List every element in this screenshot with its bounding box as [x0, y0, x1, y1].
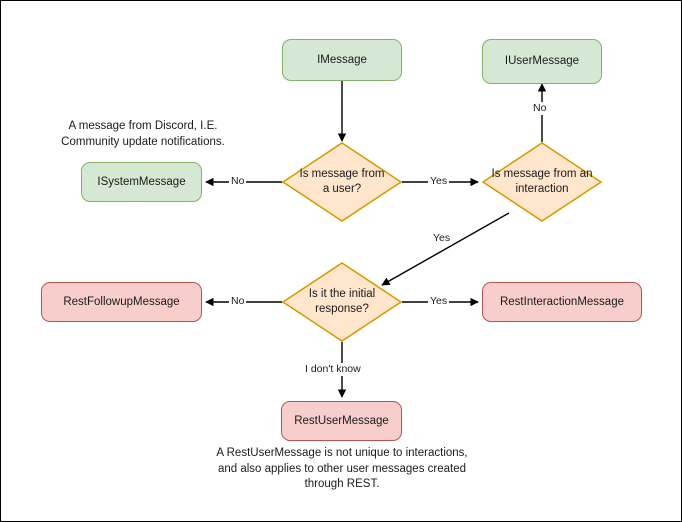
node-restfollowupmessage[interactable]: RestFollowupMessage	[41, 282, 202, 322]
edge-label-initial-response-yes: Yes	[428, 295, 450, 308]
node-iusermessage[interactable]: IUserMessage	[482, 39, 602, 84]
diamond-shape-from-user	[282, 142, 402, 222]
node-restinteractionmessage-label: RestInteractionMessage	[499, 295, 624, 308]
edge-label-from-interaction-no: No	[531, 102, 549, 115]
diamond-shape-initial-response	[282, 262, 402, 342]
diamond-shape-from-interaction	[482, 142, 602, 222]
node-restusermessage[interactable]: RestUserMessage	[281, 401, 402, 441]
node-imessage-label: IMessage	[317, 53, 367, 66]
node-restinteractionmessage[interactable]: RestInteractionMessage	[482, 282, 642, 322]
annotation-system-message-note: A message from Discord, I.E. Community u…	[61, 120, 225, 148]
node-restusermessage-label: RestUserMessage	[294, 414, 389, 427]
annotation-rest-user-message-note: A RestUserMessage is not unique to inter…	[216, 447, 468, 491]
node-iusermessage-label: IUserMessage	[504, 55, 580, 68]
edge-label-initial-response-i-dont-know: I don't know	[303, 363, 363, 376]
node-decision-initial-response-label: Is it the initial response?	[308, 288, 376, 315]
edge-label-initial-response-no: No	[229, 295, 247, 308]
node-decision-from-interaction-label: Is message from an interaction	[491, 168, 593, 195]
node-isystemmessage-label: ISystemMessage	[97, 175, 186, 188]
node-decision-is-message-from-a-user[interactable]: Is message from a user?	[282, 142, 402, 222]
node-isystemmessage[interactable]: ISystemMessage	[81, 162, 202, 202]
edge-label-from-user-yes: Yes	[428, 175, 450, 188]
node-decision-is-it-the-initial-response[interactable]: Is it the initial response?	[282, 262, 402, 342]
node-decision-is-message-from-an-interaction[interactable]: Is message from an interaction	[482, 142, 602, 222]
node-imessage[interactable]: IMessage	[282, 39, 402, 81]
edge-label-from-interaction-yes: Yes	[431, 232, 453, 245]
node-restfollowupmessage-label: RestFollowupMessage	[63, 295, 180, 308]
node-decision-from-user-label: Is message from a user?	[299, 168, 385, 195]
edge-label-from-user-no: No	[229, 175, 247, 188]
